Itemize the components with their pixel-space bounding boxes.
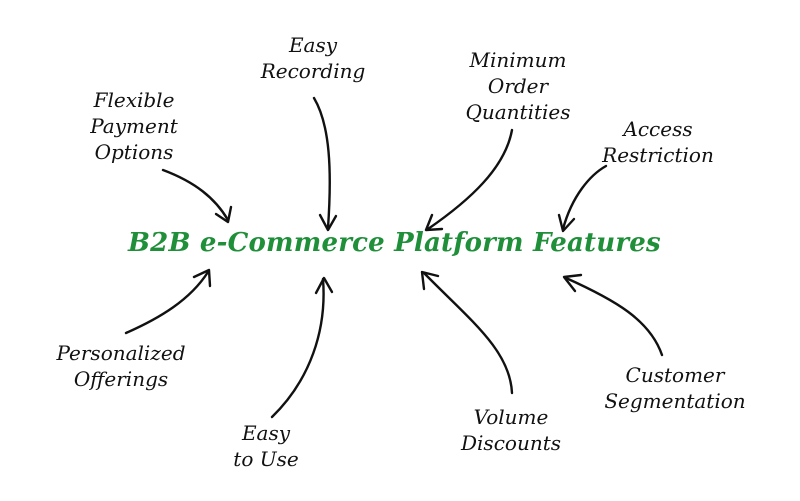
arrow-head-customer-segmentation (562, 273, 583, 293)
label-line: Order (487, 74, 549, 98)
label-line: Access (623, 117, 693, 141)
label-line: Restriction (602, 143, 714, 167)
label-access-restriction: Access Restriction (574, 116, 742, 168)
label-line: Flexible (93, 88, 175, 112)
label-line: Recording (260, 59, 366, 83)
label-minimum-order-quantities: Minimum Order Quantities (440, 47, 596, 125)
arrow-volume-discounts (422, 271, 514, 395)
arrow-easy-to-use (270, 277, 325, 419)
label-line: Options (94, 140, 174, 164)
label-easy-to-use: Easy to Use (212, 420, 320, 472)
label-flexible-payment-options: Flexible Payment Options (60, 87, 208, 165)
label-line: Segmentation (604, 389, 746, 413)
label-volume-discounts: Volume Discounts (436, 404, 586, 456)
label-line: Easy (288, 33, 338, 57)
label-line: Offerings (73, 367, 169, 391)
arrow-minimum-order (426, 128, 514, 231)
label-line: Volume (473, 405, 549, 429)
center-title: B2B e-Commerce Platform Features (128, 228, 661, 258)
label-line: Easy (241, 421, 291, 445)
label-line: Personalized (56, 341, 186, 365)
label-line: Customer (625, 363, 725, 387)
label-line: to Use (233, 447, 299, 471)
label-line: Minimum (469, 48, 567, 72)
arrow-head-personalized-offerings (192, 268, 212, 288)
arrow-access-restriction (561, 164, 608, 231)
label-personalized-offerings: Personalized Offerings (26, 340, 216, 392)
arrow-head-easy-to-use (314, 276, 334, 295)
arrow-head-flexible-payment (214, 205, 233, 224)
label-line: Discounts (461, 431, 561, 455)
label-line: Quantities (465, 100, 571, 124)
arrow-easy-recording (312, 96, 331, 230)
arrow-personalized-offerings (124, 270, 210, 335)
arrow-head-volume-discounts (420, 270, 440, 291)
arrow-customer-segmentation (564, 276, 664, 357)
arrow-flexible-payment (161, 168, 230, 222)
label-line: Payment (90, 114, 178, 138)
label-easy-recording: Easy Recording (238, 32, 388, 84)
label-customer-segmentation: Customer Segmentation (576, 362, 774, 414)
